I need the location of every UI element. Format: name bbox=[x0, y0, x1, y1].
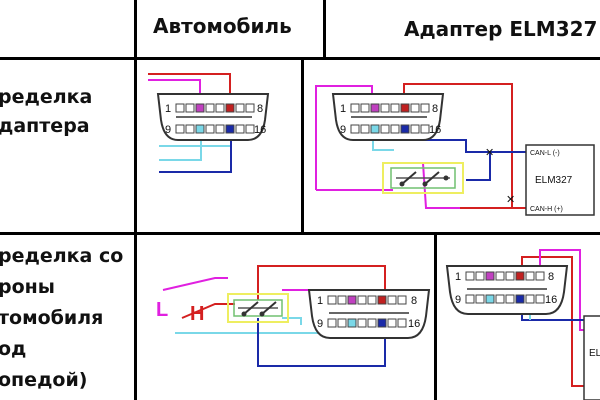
grid-vertical-5 bbox=[434, 232, 437, 400]
row-label-line: томобиля bbox=[0, 307, 104, 329]
pin-label-8: 8 bbox=[432, 103, 438, 115]
pins-row-top bbox=[175, 103, 255, 113]
elm327-box bbox=[525, 144, 595, 216]
pins-row-bottom bbox=[327, 318, 407, 328]
pin-label-9: 9 bbox=[455, 294, 461, 306]
pin-label-16: 16 bbox=[429, 124, 441, 136]
pins-row-bottom bbox=[465, 294, 545, 304]
cross-marker-icon: ✕ bbox=[506, 194, 515, 206]
pins-row-top bbox=[350, 103, 430, 113]
row-label-line: ределка bbox=[0, 86, 93, 108]
row-label-line: ределка со bbox=[0, 245, 124, 267]
elm-can-l-label: CAN-L (-) bbox=[530, 150, 560, 157]
pin-label-1: 1 bbox=[455, 271, 461, 283]
pin-label-16: 16 bbox=[254, 124, 266, 136]
pin-label-1: 1 bbox=[317, 295, 323, 307]
pins-row-bottom bbox=[350, 124, 430, 134]
header-car: Автомобиль bbox=[153, 14, 292, 38]
grid-vertical-2 bbox=[323, 0, 326, 57]
pin-label-9: 9 bbox=[165, 124, 171, 136]
pins-row-top bbox=[465, 271, 545, 281]
row-label-line: од bbox=[0, 338, 27, 360]
marker-l: L bbox=[156, 299, 168, 321]
pin-label-8: 8 bbox=[548, 271, 554, 283]
marker-h: H bbox=[190, 303, 204, 325]
pin-label-8: 8 bbox=[411, 295, 417, 307]
elm-label: ELM327 bbox=[535, 175, 573, 186]
row-label-line: опедой) bbox=[0, 369, 88, 391]
grid-vertical-1 bbox=[134, 0, 137, 57]
pins-row-bottom bbox=[175, 124, 255, 134]
elm-label-partial: EL bbox=[589, 348, 600, 359]
pin-label-16: 16 bbox=[408, 318, 420, 330]
elm327-box-partial bbox=[583, 315, 600, 400]
grid-vertical-3 bbox=[134, 57, 137, 400]
pins-row-top bbox=[327, 295, 407, 305]
pin-label-1: 1 bbox=[340, 103, 346, 115]
pin-label-16: 16 bbox=[545, 294, 557, 306]
pin-label-9: 9 bbox=[340, 124, 346, 136]
pin-label-8: 8 bbox=[257, 103, 263, 115]
row-label-line: даптера bbox=[0, 115, 90, 137]
grid-vertical-4 bbox=[301, 57, 304, 232]
grid-horizontal-2 bbox=[0, 232, 600, 235]
pin-label-1: 1 bbox=[165, 103, 171, 115]
elm-can-h-label: CAN-H (+) bbox=[530, 206, 563, 213]
cross-marker-icon: ✕ bbox=[485, 147, 494, 159]
pin-label-9: 9 bbox=[317, 318, 323, 330]
grid-horizontal-1 bbox=[0, 57, 600, 60]
row-label-line: роны bbox=[0, 276, 55, 298]
header-adapter: Адаптер ELM327 bbox=[404, 17, 598, 41]
